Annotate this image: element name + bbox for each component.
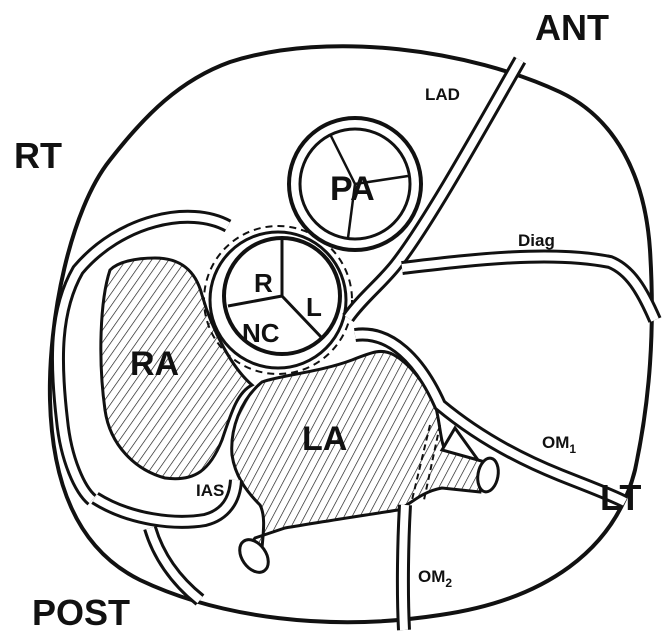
label-posterior: POST <box>32 592 130 633</box>
label-cusp-l: L <box>306 292 322 322</box>
label-lad: LAD <box>425 85 460 104</box>
label-cusp-nc: NC <box>242 318 280 348</box>
label-ias: IAS <box>196 481 224 500</box>
label-cusp-r: R <box>254 268 273 298</box>
label-right: RT <box>14 135 62 176</box>
label-anterior: ANT <box>535 7 609 48</box>
label-ra: RA <box>130 345 179 383</box>
label-left: LT <box>600 477 641 518</box>
label-pa: PA <box>330 170 375 208</box>
label-diag: Diag <box>518 231 555 250</box>
label-la: LA <box>302 420 347 458</box>
